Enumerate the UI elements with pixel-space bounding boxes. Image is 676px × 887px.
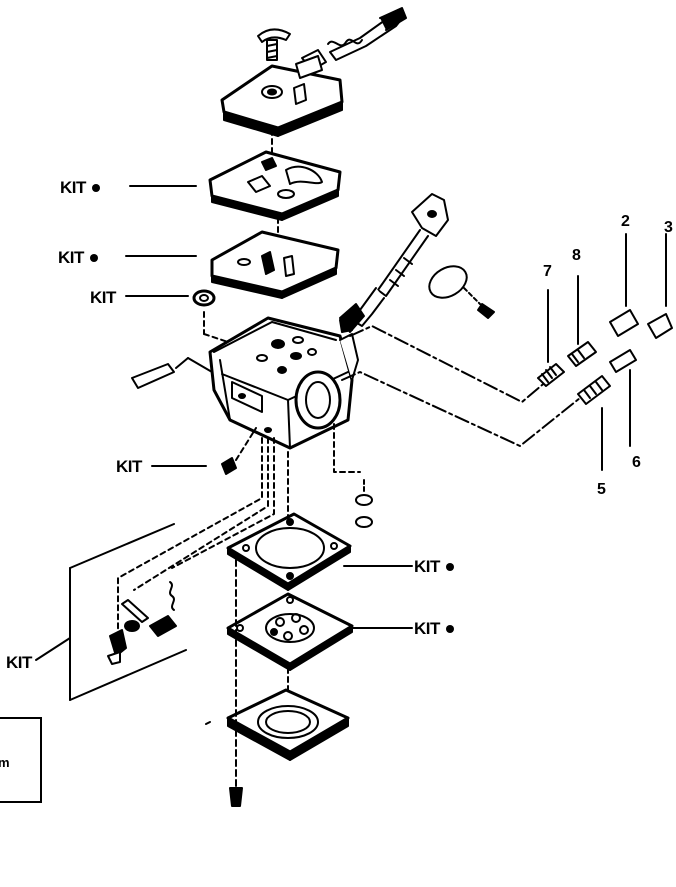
throttle-plate bbox=[428, 265, 495, 319]
kit-label-diaphragm-top: KIT bbox=[58, 249, 98, 266]
carburetor-body bbox=[208, 311, 359, 450]
needle-6 bbox=[609, 349, 637, 447]
top-gasket bbox=[208, 150, 342, 221]
top-cover bbox=[220, 55, 344, 137]
bottom-cover bbox=[226, 688, 350, 761]
part-number-7: 7 bbox=[543, 263, 552, 280]
kit-label-gasket-bottom: KIT bbox=[414, 558, 454, 575]
small-fitting bbox=[355, 479, 373, 528]
bullet-dot bbox=[445, 562, 454, 571]
plug-screw bbox=[221, 457, 237, 475]
bullet-dot bbox=[445, 624, 454, 633]
needle-line-lower bbox=[341, 371, 581, 447]
top-screw bbox=[257, 28, 291, 61]
legend-box: m bbox=[0, 717, 42, 803]
legend-box-text: m bbox=[0, 755, 10, 770]
part-number-8: 8 bbox=[572, 247, 581, 264]
kit-label-ring: KIT bbox=[90, 288, 116, 307]
limiter-cap-2 bbox=[609, 233, 639, 337]
kit-lower-assembly-bracket bbox=[35, 523, 187, 701]
part-number-3: 3 bbox=[664, 219, 673, 236]
inlet-needle-parts bbox=[107, 581, 177, 665]
kit-label-gasket-top: KIT bbox=[60, 179, 100, 196]
kit-label-lower-assembly: KIT bbox=[6, 653, 32, 672]
bullet-dot bbox=[89, 253, 98, 262]
needle-5 bbox=[577, 375, 611, 471]
needle-8 bbox=[567, 275, 597, 367]
pivot-pin bbox=[131, 357, 213, 389]
part-number-5: 5 bbox=[597, 481, 606, 498]
part-number-6: 6 bbox=[632, 454, 641, 471]
kit-label-screw: KIT bbox=[116, 457, 142, 476]
needle-7 bbox=[537, 289, 565, 387]
kit-label-diaphragm-bottom: KIT bbox=[414, 620, 454, 637]
part-number-2: 2 bbox=[621, 213, 630, 230]
bottom-screw bbox=[229, 787, 243, 807]
upper-diaphragm bbox=[210, 230, 340, 299]
metering-diaphragm bbox=[226, 592, 354, 671]
lower-gasket bbox=[226, 512, 352, 591]
bullet-dot bbox=[91, 183, 100, 192]
small-ring bbox=[192, 289, 229, 343]
limiter-cap-3 bbox=[647, 233, 673, 339]
needle-line-upper bbox=[349, 325, 549, 403]
throttle-lever bbox=[339, 193, 449, 333]
